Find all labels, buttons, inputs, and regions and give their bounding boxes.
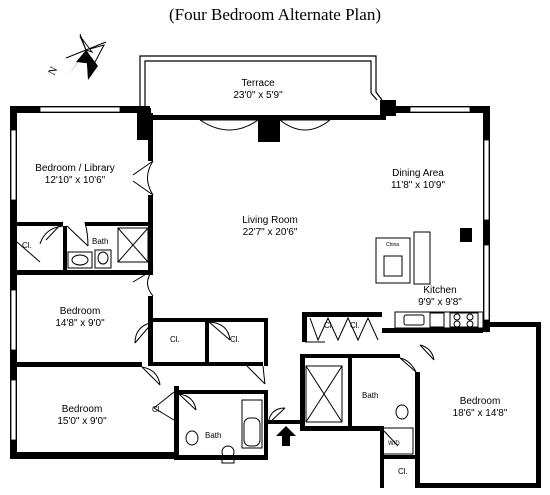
- terrace-doors: [199, 119, 331, 131]
- dining-area-name: Dining Area: [392, 168, 444, 179]
- kitchen-fixtures: [375, 231, 484, 329]
- closet-label: Cl.: [22, 241, 32, 250]
- bath-label: Bath: [92, 237, 108, 246]
- bedroom-master-name: Bedroom: [460, 396, 501, 407]
- terrace-outline: [139, 55, 383, 106]
- bedroom-library-dims: 12'10" x 10'6": [45, 175, 106, 186]
- interior-walls: [17, 113, 541, 488]
- living-room-dims: 22'7" x 20'6": [243, 227, 298, 238]
- living-room-name: Living Room: [242, 215, 298, 226]
- closet-label: Cl.: [324, 321, 334, 330]
- dining-area-dims: 11'8" x 10'9": [391, 180, 446, 191]
- door-swings: [16, 160, 435, 447]
- bedroom-3-name: Bedroom: [62, 404, 103, 415]
- small-labels: Cl. Bath Cl. Cl. Cl. Cl. Cl. Bath Bath W…: [22, 237, 408, 476]
- north-label: N: [46, 65, 60, 78]
- bedroom-master-dims: 18'6" x 14'8": [453, 408, 508, 419]
- closet-label: Cl.: [230, 335, 240, 344]
- room-labels: Terrace 23'0" x 5'9" Bedroom / Library 1…: [35, 78, 508, 427]
- kitchen-name: Kitchen: [423, 285, 456, 296]
- bath-label: Bath: [205, 431, 221, 440]
- wd-label: W/D: [388, 441, 400, 447]
- bath-label: Bath: [362, 391, 378, 400]
- closet-label: Cl.: [152, 405, 162, 414]
- china-label: China: [386, 242, 399, 248]
- closet-label: Cl.: [398, 467, 408, 476]
- terrace-name: Terrace: [241, 78, 275, 89]
- windows: [10, 106, 490, 441]
- entry-arrow-icon: [276, 426, 296, 446]
- plan-title: (Four Bedroom Alternate Plan): [169, 5, 381, 24]
- bedroom-library-name: Bedroom / Library: [35, 163, 114, 174]
- kitchen-dims: 9'9" x 9'8": [418, 297, 462, 308]
- bedroom-2-name: Bedroom: [60, 306, 101, 317]
- bedroom-2-dims: 14'8" x 9'0": [55, 318, 105, 329]
- bath-fixtures: [67, 227, 414, 464]
- bedroom-3-dims: 15'0" x 9'0": [57, 416, 107, 427]
- terrace-dims: 23'0" x 5'9": [233, 90, 283, 101]
- closet-label: Cl.: [350, 321, 360, 330]
- closet-label: Cl.: [170, 335, 180, 344]
- north-arrow-icon: [65, 33, 107, 80]
